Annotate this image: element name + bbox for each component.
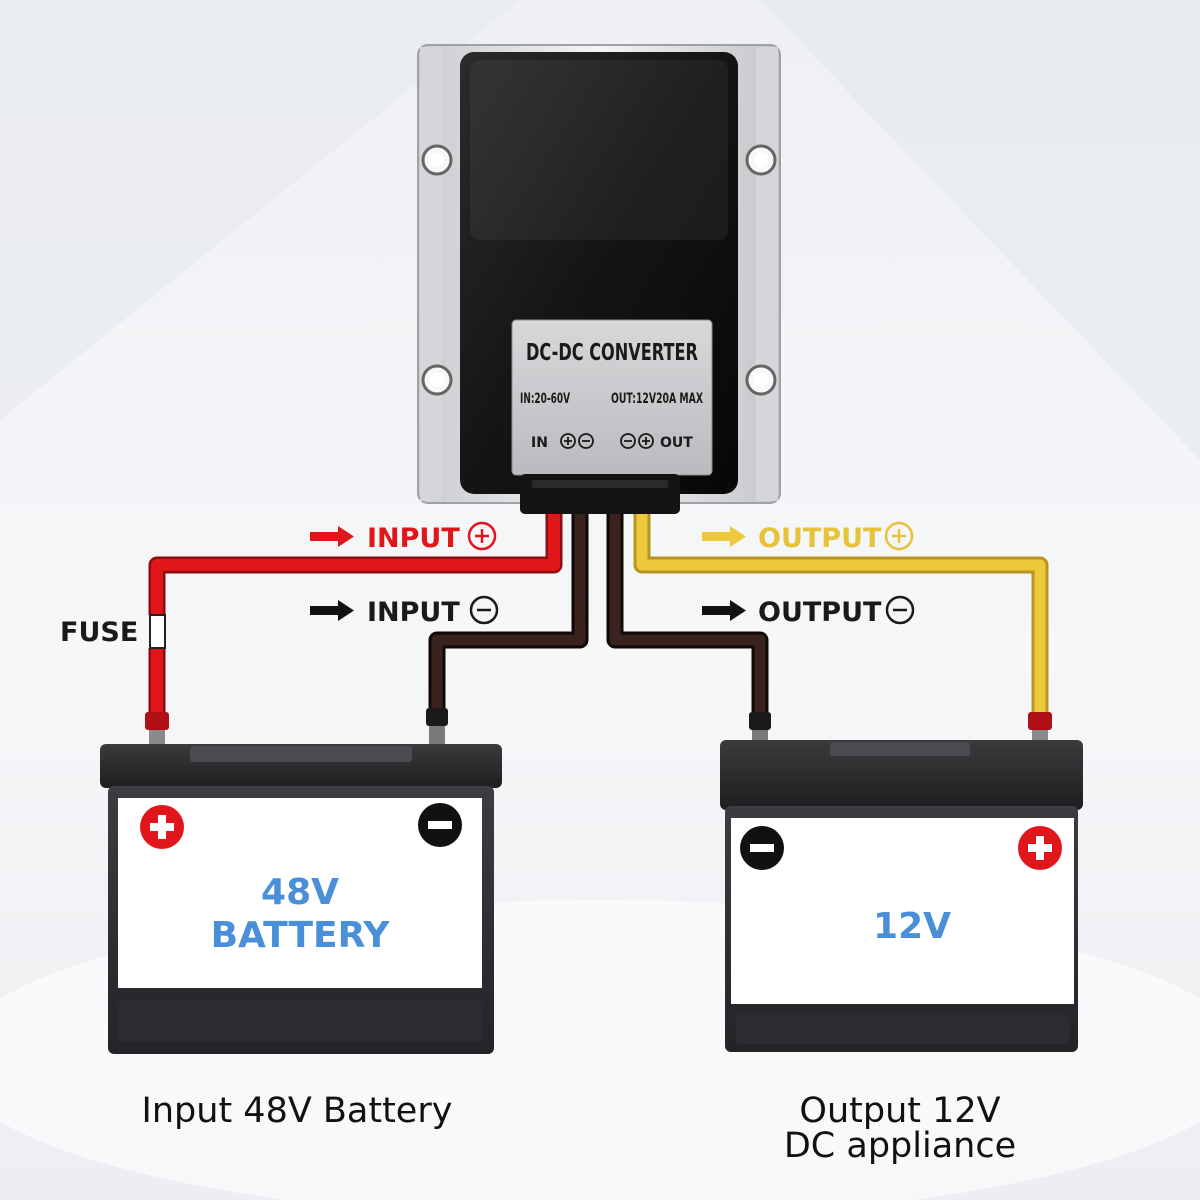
yellow-arrow-icon (702, 526, 746, 547)
input-positive-label: INPUT (310, 521, 497, 554)
battery-lid (720, 740, 1083, 810)
battery-48v: 48V BATTERY (100, 708, 502, 1054)
in-polarity-icon (560, 433, 594, 449)
output-negative-label: OUTPUT (702, 595, 915, 628)
battery-terminal-negative (749, 712, 771, 744)
plus-circle-icon (467, 521, 497, 551)
bg-light-ray (0, 0, 520, 420)
svg-text:OUTPUT: OUTPUT (758, 597, 882, 628)
out-polarity-icon (620, 433, 654, 449)
fuse-label: FUSE (60, 617, 138, 648)
battery-48v-name: BATTERY (211, 915, 391, 956)
battery-negative-badge-icon (740, 826, 784, 870)
mounting-hole-icon (745, 364, 777, 396)
dc-dc-converter: DC-DC CONVERTER IN:20-60V OUT:12V20A MAX… (417, 44, 781, 514)
battery-negative-badge-icon (418, 803, 462, 847)
converter-output-spec: OUT:12V20A MAX (611, 391, 703, 407)
output-positive-label: OUTPUT (702, 521, 914, 554)
left-battery-caption: Input 48V Battery (142, 1091, 453, 1131)
battery-12v-voltage: 12V (873, 906, 951, 947)
converter-input-spec: IN:20-60V (520, 391, 570, 407)
black-arrow-icon (702, 600, 746, 621)
svg-text:INPUT: INPUT (367, 523, 460, 554)
battery-terminal-negative (426, 708, 448, 744)
plus-circle-icon (884, 521, 914, 551)
fuse (149, 614, 166, 649)
battery-48v-voltage: 48V (261, 872, 339, 913)
input-negative-label: INPUT (310, 595, 499, 628)
svg-text:OUTPUT: OUTPUT (758, 523, 882, 554)
battery-positive-badge-icon (1018, 826, 1062, 870)
right-battery-caption-line2: DC appliance (784, 1126, 1016, 1166)
converter-in-label: IN (531, 435, 548, 451)
battery-positive-badge-icon (140, 805, 184, 849)
mounting-hole-icon (421, 364, 453, 396)
mounting-hole-icon (421, 144, 453, 176)
converter-out-label: OUT (660, 435, 693, 451)
minus-circle-icon (469, 595, 499, 625)
bg-light-ray (760, 0, 1200, 460)
svg-text:INPUT: INPUT (367, 597, 460, 628)
black-arrow-icon (310, 600, 354, 621)
battery-label-panel (731, 818, 1074, 1004)
red-arrow-icon (310, 526, 354, 547)
right-battery-caption-line1: Output 12V (799, 1091, 1000, 1131)
minus-circle-icon (885, 595, 915, 625)
mounting-hole-icon (745, 144, 777, 176)
battery-12v: 12V (720, 712, 1083, 1052)
battery-terminal-positive (145, 712, 169, 744)
converter-title: DC-DC CONVERTER (526, 340, 698, 366)
